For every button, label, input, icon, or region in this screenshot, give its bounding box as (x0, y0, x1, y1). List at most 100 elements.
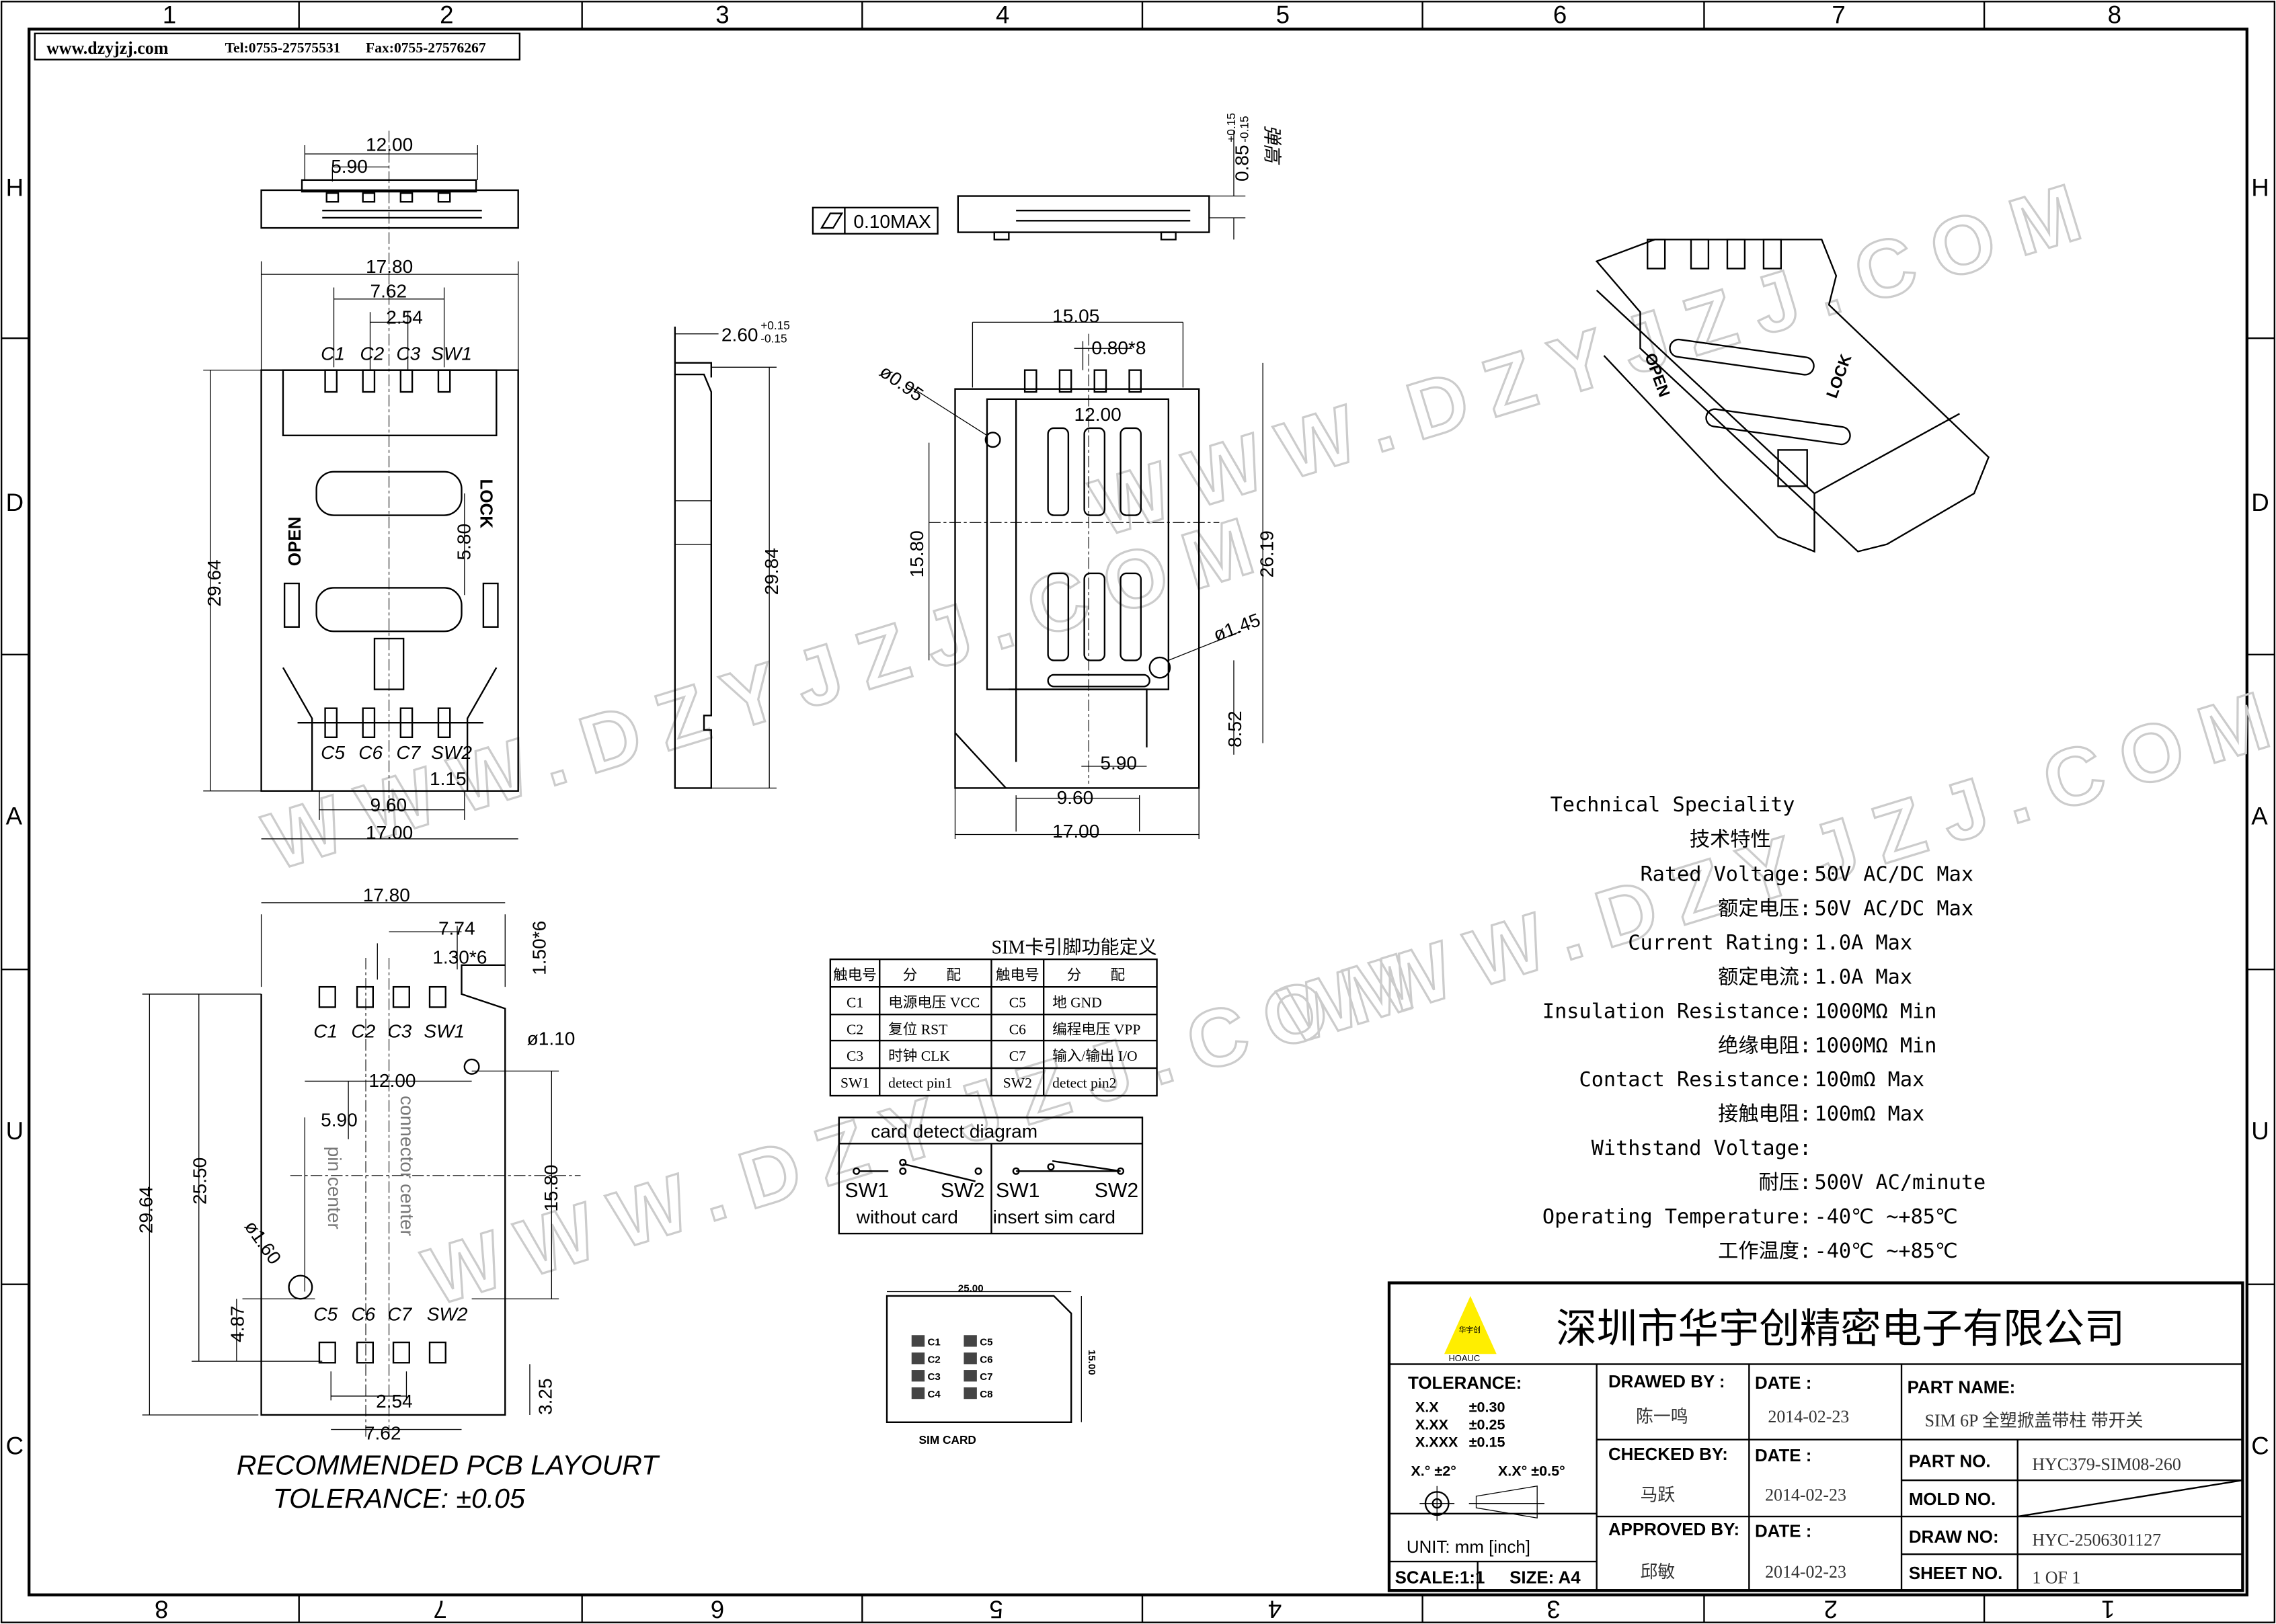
dim-label: 12.00 (368, 1070, 416, 1091)
sim-contact-pad (911, 1352, 925, 1365)
table-cell: 编程电压 VPP (1052, 1021, 1140, 1037)
dim-label: 2.54 (386, 307, 423, 328)
grid-row-label: U (6, 1117, 24, 1145)
dim-label: 29.84 (761, 548, 782, 595)
checked-by-label: CHECKED BY: (1608, 1445, 1728, 1464)
pin-label: C7 (387, 1304, 412, 1325)
spec-title-cn: 技术特性 (1690, 828, 1771, 852)
dim-label: 0.80*8 (1091, 337, 1146, 358)
table-header: 触电号 (833, 967, 877, 983)
dim-label: 5.90 (321, 1109, 358, 1130)
card-detect-title: card detect diagram (871, 1121, 1037, 1142)
table-cell: detect pin1 (888, 1075, 952, 1091)
sw1-label: SW1 (996, 1180, 1039, 1202)
spec-label: Operating Temperature: (1542, 1205, 1811, 1229)
table-cell: SW1 (840, 1075, 869, 1091)
sim-pin-label: C3 (927, 1371, 940, 1383)
sim-contact-pad (964, 1335, 977, 1347)
table-cell: 输入/输出 I/O (1052, 1048, 1137, 1064)
spec-label: Withstand Voltage: (1592, 1137, 1811, 1160)
part-no: HYC379-SIM08-260 (2032, 1455, 2181, 1474)
card-detect-diagram: card detect diagram SW1 SW2 without card… (838, 1116, 1144, 1235)
draw-no-label: DRAW NO: (1909, 1528, 1999, 1547)
table-header: 分 配 (903, 967, 961, 983)
spec-value: 100mΩ Max (1815, 1102, 1925, 1126)
mold-no-label: MOLD NO. (1909, 1490, 1996, 1509)
insert-card-caption: insert sim card (993, 1207, 1115, 1227)
tol-label: +0.15 (1224, 113, 1238, 143)
lock-label: LOCK (477, 479, 496, 529)
grid-row-label: H (2251, 174, 2269, 202)
sheet-no-label: SHEET NO. (1909, 1564, 2003, 1583)
dim-label: 26.19 (1256, 530, 1277, 577)
sw2-label: SW2 (1095, 1180, 1138, 1202)
pin-label: C1 (321, 343, 345, 364)
angle-tol: X.X° ±0.5° (1498, 1463, 1565, 1479)
tol-key: X.X (1415, 1399, 1439, 1416)
website-link[interactable]: www.dzyjzj.com (46, 38, 169, 58)
spec-label: Insulation Resistance: (1542, 1000, 1811, 1023)
open-label: OPEN (286, 517, 305, 566)
sim-contact-pad (911, 1335, 925, 1347)
part-name: SIM 6P 全塑掀盖带柱 带开关 (1925, 1411, 2144, 1430)
pin-label: C2 (351, 1021, 375, 1042)
sw1-label: SW1 (845, 1180, 888, 1202)
unit-label: UNIT: mm [inch] (1407, 1538, 1530, 1557)
inner-border (28, 28, 2248, 1596)
grid-labels-top: 1 2 3 4 5 6 7 8 (163, 1, 2121, 29)
sim-pin-label: C5 (980, 1336, 992, 1348)
sim-card-label: SIM CARD (919, 1433, 976, 1447)
fax-text: Fax:0755-27576267 (366, 40, 486, 56)
size-label: SIZE: A4 (1509, 1568, 1581, 1587)
grid-col-label: 1 (2101, 1595, 2115, 1623)
dim-label: 15.05 (1052, 305, 1099, 326)
pin-label: C5 (313, 1304, 338, 1325)
spec-title: Technical Speciality (1551, 793, 1795, 817)
angle-tol: X.° ±2° (1411, 1463, 1456, 1479)
spec-label: 接触电阻: (1718, 1102, 1811, 1126)
hole-dim-label: ø1.45 (1211, 609, 1263, 645)
part-name-label: PART NAME: (1908, 1379, 2016, 1397)
flatness-view: 0.10MAX 0.85 +0.15 -0.15 弹高 (812, 113, 1282, 241)
date-label: DATE : (1755, 1447, 1811, 1465)
grid-col-label: 6 (711, 1595, 724, 1623)
hole-dim-label: ø1.60 (241, 1217, 286, 1268)
drawn-by: 陈一鸣 (1636, 1407, 1688, 1426)
spec-value: 50V AC/DC Max (1815, 863, 1974, 887)
pin-label: C3 (387, 1021, 411, 1042)
tol-label: -0.15 (1238, 116, 1251, 142)
dim-label: 3.25 (535, 1378, 555, 1415)
dim-label: 15.00 (1086, 1350, 1097, 1375)
pcb-tolerance: TOLERANCE: ±0.05 (273, 1483, 525, 1514)
table-cell: SW2 (1003, 1075, 1032, 1091)
date-value: 2014-02-23 (1765, 1485, 1846, 1504)
tol-label: -0.15 (760, 332, 787, 346)
tolerance-label: TOLERANCE: (1408, 1374, 1522, 1393)
dim-label: 25.50 (190, 1158, 210, 1205)
grid-row-label: A (6, 802, 23, 829)
sim-pin-label: C6 (980, 1354, 992, 1365)
spec-label: Contact Resistance: (1579, 1068, 1812, 1092)
logo-text: HOAUC (1448, 1353, 1480, 1363)
pin-label: C1 (313, 1021, 338, 1042)
sim-pin-label: C4 (927, 1389, 941, 1400)
grid-col-label: 7 (1832, 1, 1845, 29)
dim-label: 0.85 (1232, 145, 1253, 181)
without-card-caption: without card (856, 1207, 958, 1227)
pcb-title: RECOMMENDED PCB LAYOURT (237, 1449, 660, 1480)
company-name: 深圳市华宇创精密电子有限公司 (1556, 1305, 2125, 1352)
grid-col-label: 2 (440, 1, 453, 29)
sim-pin-label: C2 (927, 1354, 940, 1365)
side-view: 2.60 +0.15 -0.15 29.84 (674, 319, 790, 789)
spec-value: 500V AC/minute (1815, 1171, 1986, 1194)
sim-contact-pad (964, 1370, 977, 1382)
dim-label: 8.52 (1224, 710, 1245, 747)
checked-by: 马跃 (1640, 1485, 1675, 1504)
spec-label: Current Rating: (1628, 931, 1811, 955)
spec-value: 1000MΩ Min (1815, 1000, 1937, 1023)
grid-row-label: U (2251, 1117, 2269, 1145)
spec-value: 1.0A Max (1815, 965, 1913, 989)
